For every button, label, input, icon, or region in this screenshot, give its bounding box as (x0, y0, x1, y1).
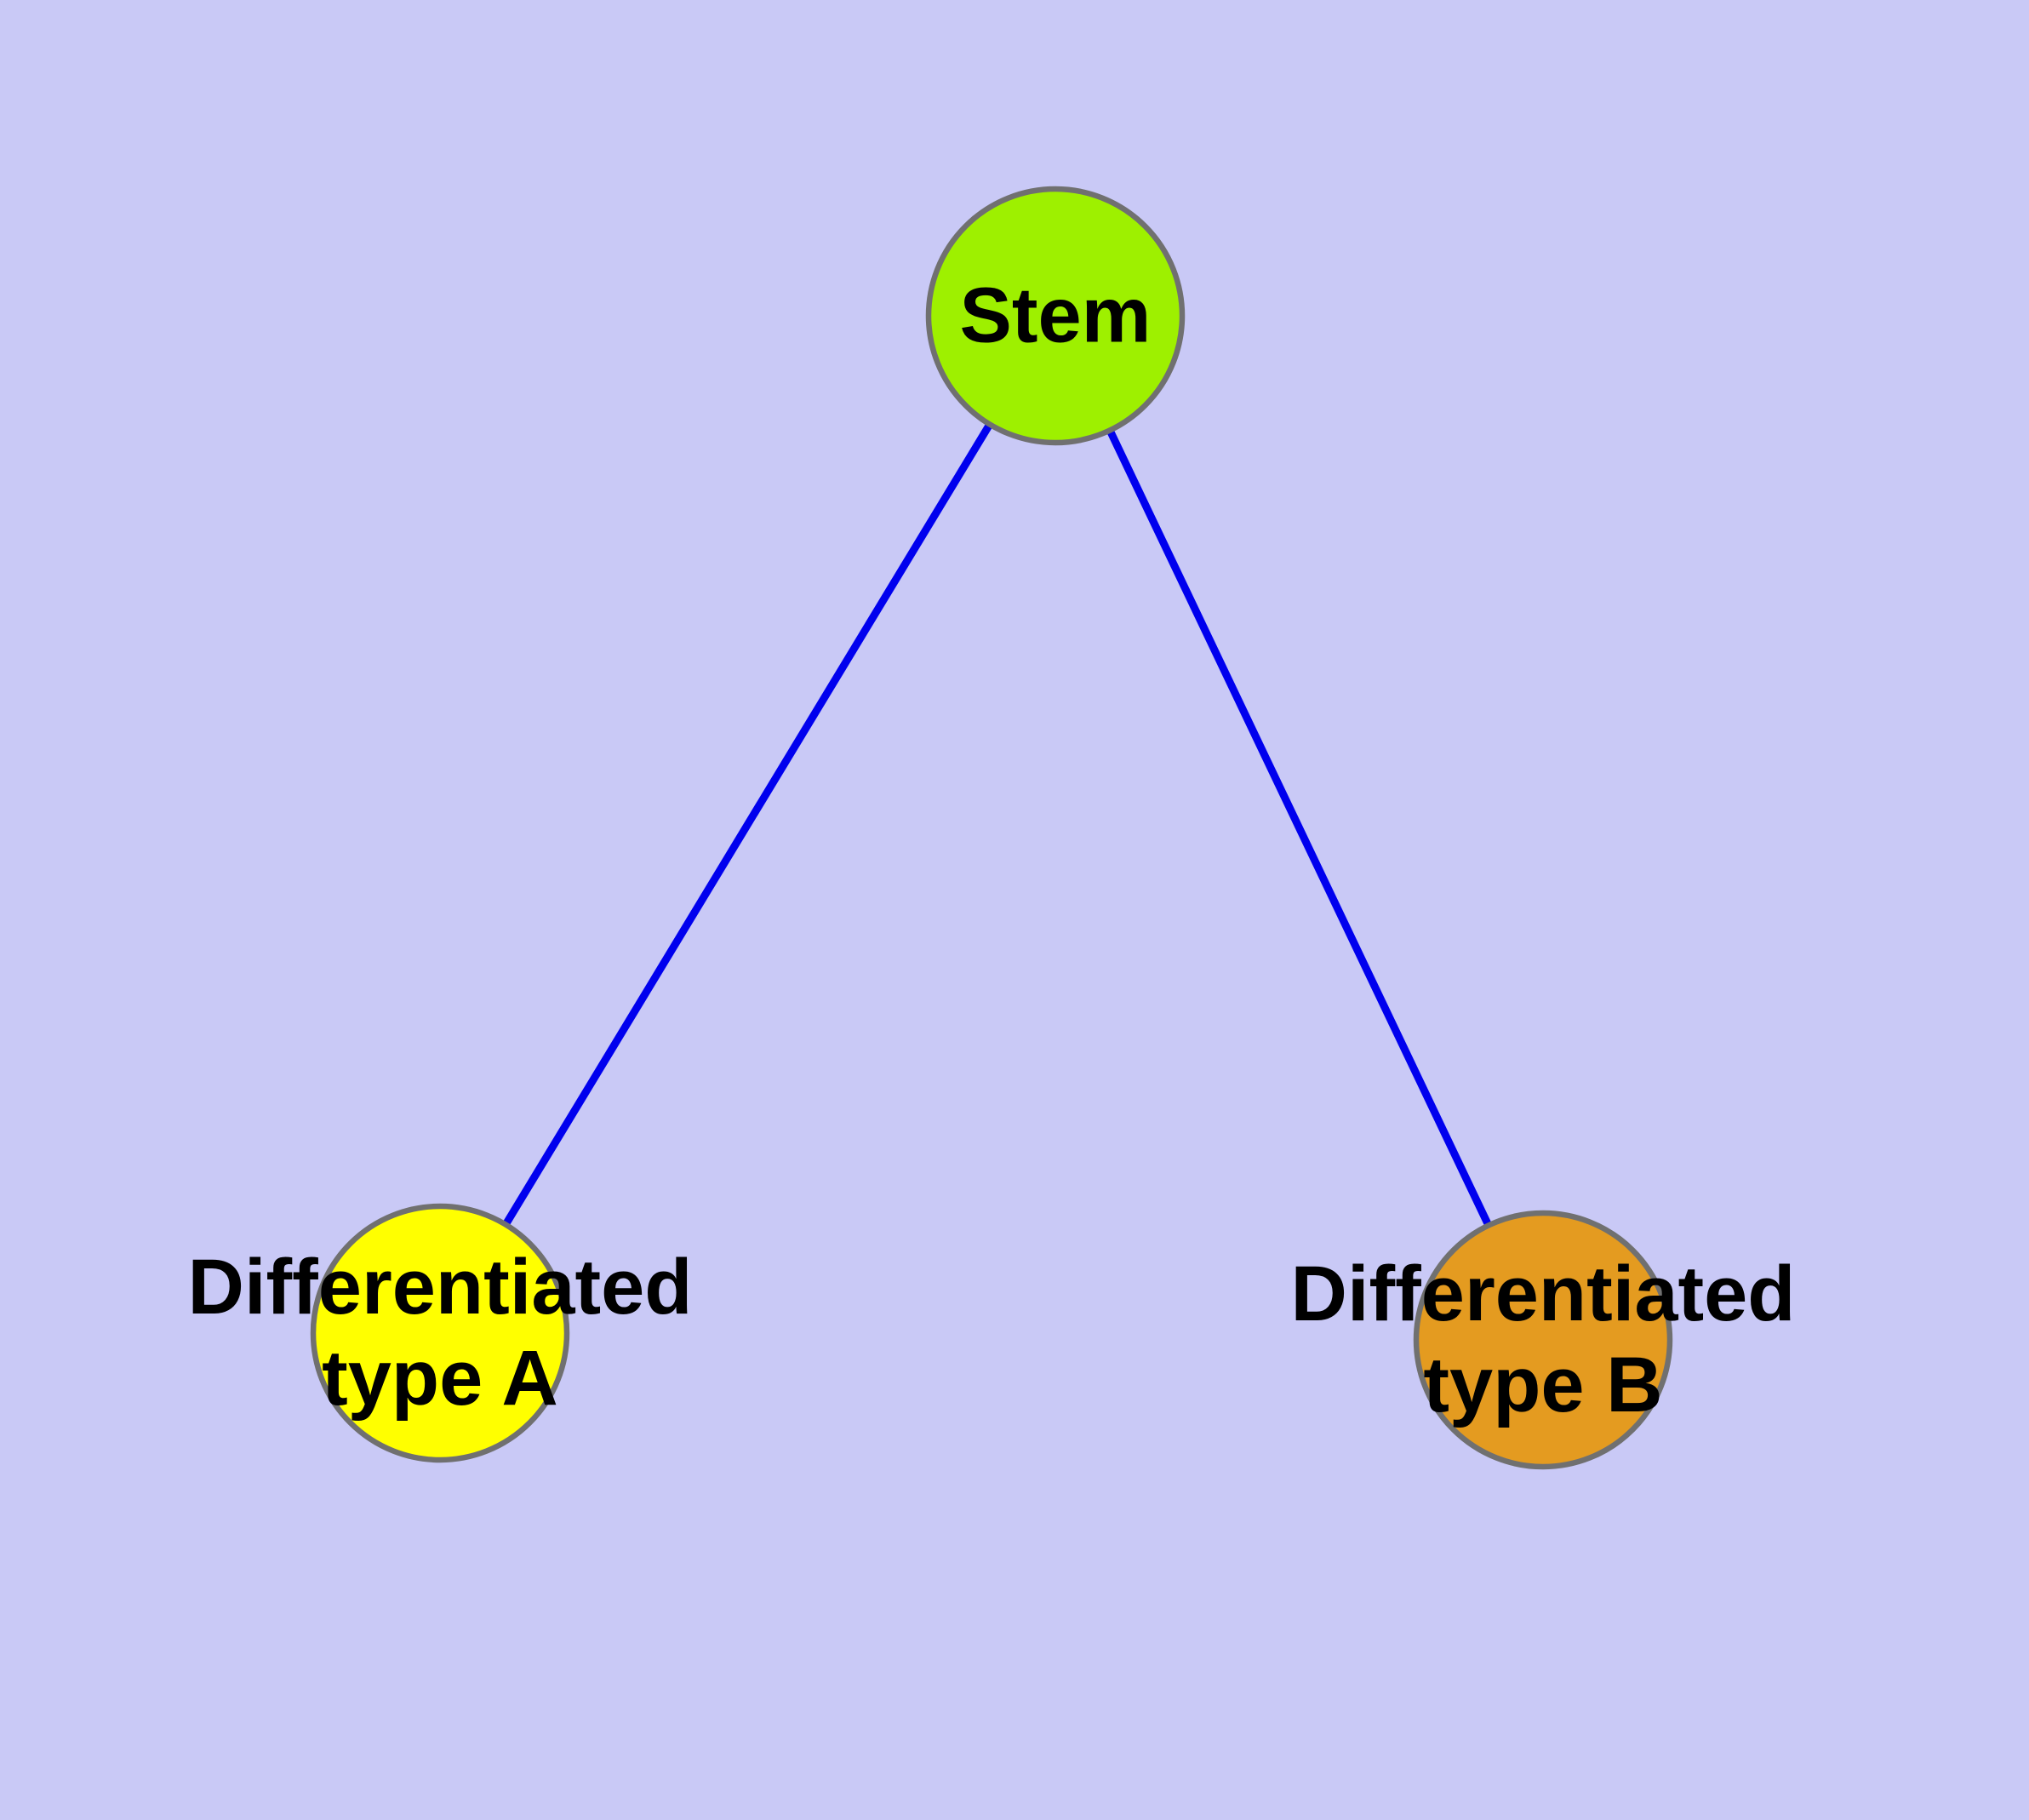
edge-stem-to-type-b (1051, 314, 1547, 1342)
edge-stem-to-type-a (437, 313, 1059, 1336)
node-type-b-circle (1413, 1210, 1673, 1470)
node-stem-circle (925, 186, 1186, 446)
node-type-a-circle (310, 1203, 570, 1463)
